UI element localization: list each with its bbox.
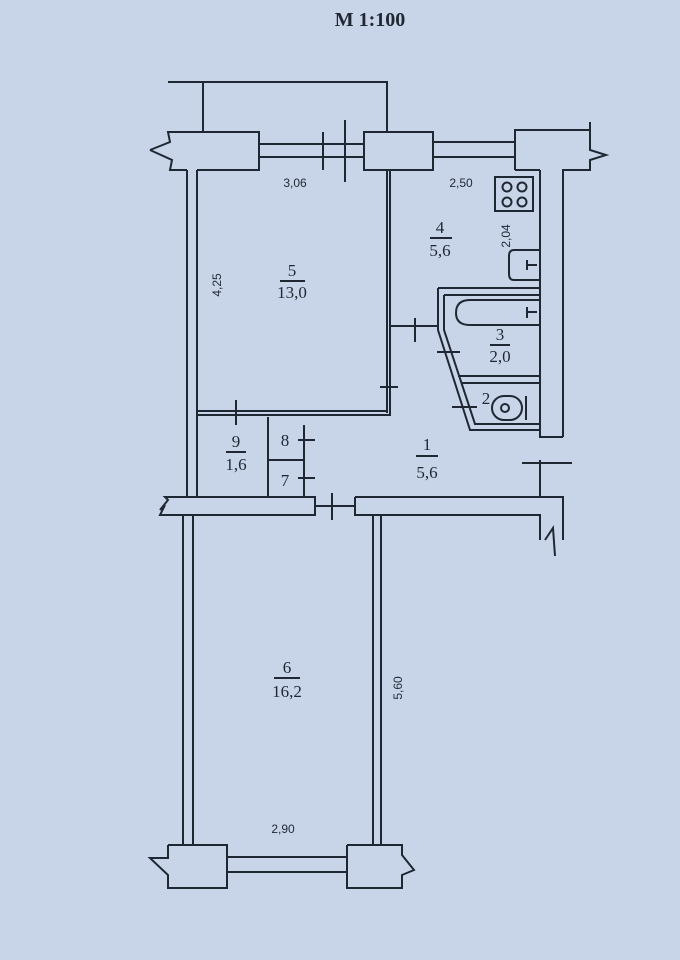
sink-icon bbox=[508, 249, 540, 281]
room-8-number: 8 bbox=[281, 431, 290, 450]
room-labels: 5 13,0 4 5,6 3 2,0 2 9 1,6 8 7 1 5,6 6 1… bbox=[225, 218, 510, 701]
room-5-area: 13,0 bbox=[277, 283, 307, 302]
dim-room6-depth: 5,60 bbox=[391, 676, 405, 700]
room-4-number: 4 bbox=[436, 218, 445, 237]
dim-room6-width: 2,90 bbox=[271, 822, 295, 836]
bathtub-icon bbox=[454, 299, 540, 326]
window-room5 bbox=[259, 120, 364, 182]
room-6-number: 6 bbox=[283, 658, 292, 677]
room-5-number: 5 bbox=[288, 261, 297, 280]
room-2-number: 2 bbox=[482, 389, 491, 408]
stove-icon bbox=[494, 176, 534, 212]
toilet-icon bbox=[491, 395, 527, 421]
window-room4 bbox=[433, 141, 515, 158]
dim-room5-depth: 4,25 bbox=[210, 273, 224, 297]
room-1-number: 1 bbox=[423, 435, 432, 454]
dim-room5-width: 3,06 bbox=[283, 176, 307, 190]
room-9-number: 9 bbox=[232, 432, 241, 451]
window-room6 bbox=[227, 856, 347, 873]
room-4-area: 5,6 bbox=[429, 241, 450, 260]
walls bbox=[147, 81, 610, 889]
room-9-area: 1,6 bbox=[225, 455, 246, 474]
room-7-number: 7 bbox=[281, 471, 290, 490]
scale-title: М 1:100 bbox=[335, 9, 406, 31]
dimension-labels: 3,06 2,50 4,25 2,04 5,60 2,90 bbox=[210, 176, 513, 836]
dim-room4-depth: 2,04 bbox=[499, 224, 513, 248]
room-6-area: 16,2 bbox=[272, 682, 302, 701]
room-1-area: 5,6 bbox=[416, 463, 437, 482]
room-3-number: 3 bbox=[496, 325, 505, 344]
dim-room4-width: 2,50 bbox=[449, 176, 473, 190]
room-3-area: 2,0 bbox=[489, 347, 510, 366]
